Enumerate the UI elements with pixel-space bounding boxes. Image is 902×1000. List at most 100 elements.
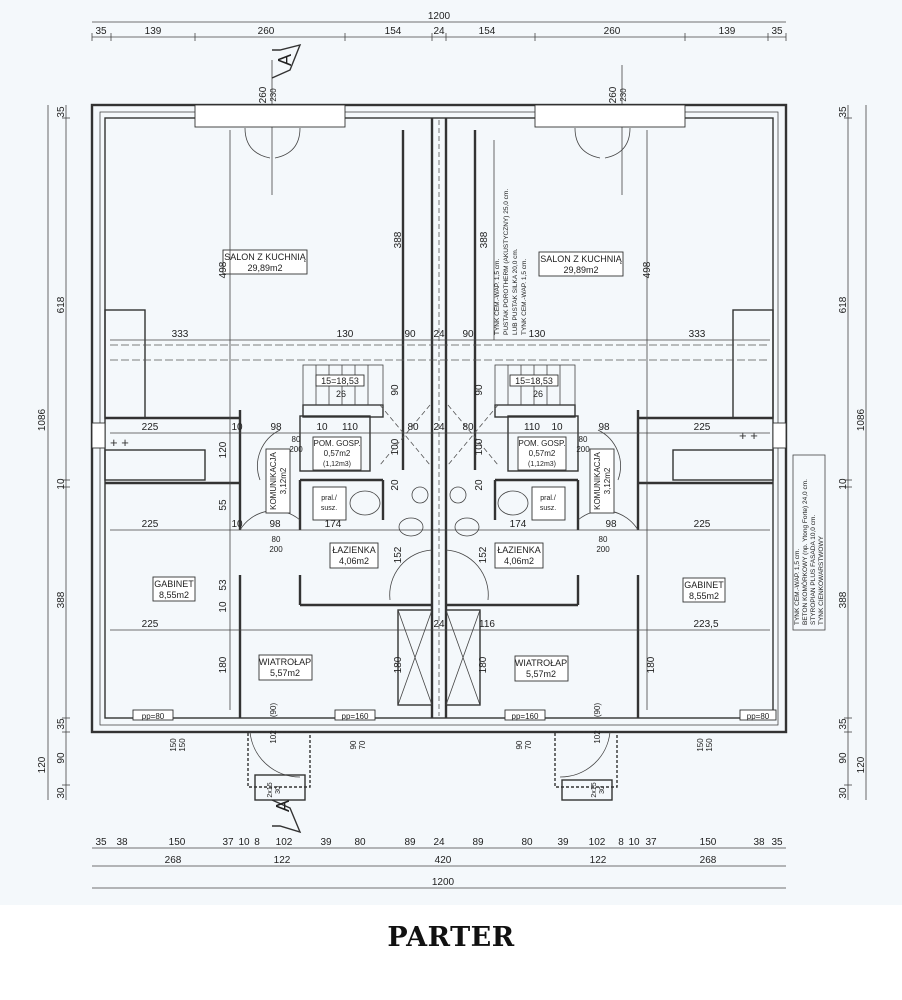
top-dimensions: 1200 35 139 260 154 24 154 260 139 35 26… bbox=[91, 11, 787, 195]
dim-interior: 80 bbox=[462, 422, 474, 433]
dim-bottom: 8 bbox=[254, 837, 260, 848]
room-name: POM. GOSP. bbox=[519, 439, 566, 448]
door-dim: (90) bbox=[269, 703, 278, 718]
steps-dim: 30 bbox=[275, 786, 282, 794]
dim-interior: 110 bbox=[342, 422, 358, 433]
walls: + + + + bbox=[90, 103, 788, 801]
room-name: ŁAZIENKA bbox=[332, 545, 376, 555]
steps-dim: 30 bbox=[599, 786, 606, 794]
room-lazienka-right: ŁAZIENKA 4,06m2 bbox=[494, 542, 544, 569]
dim-total-top: 1200 bbox=[428, 11, 451, 22]
external-wall-note: TYNK CEM.-WAP. 1,5 cm. BETON KOMÓRKOWY (… bbox=[792, 454, 826, 631]
dim-interior: 90 bbox=[404, 329, 416, 340]
washer-right: pral./ susz. bbox=[540, 495, 556, 512]
dim-interior: 200 bbox=[596, 545, 610, 554]
room-lazienka-left: ŁAZIENKA 4,06m2 bbox=[329, 542, 379, 569]
dim-interior: 333 bbox=[172, 329, 189, 340]
room-komunikacja-right: KOMUNIKACJA 3,12m2 bbox=[589, 448, 615, 514]
hob-icon: + + bbox=[110, 435, 129, 450]
dim-bottom: 35 bbox=[771, 837, 783, 848]
dim-bottom: 35 bbox=[95, 837, 107, 848]
floor-plan-drawing: 1200 35 139 260 154 24 154 260 139 35 26… bbox=[37, 11, 867, 889]
dim-interior: 10 bbox=[218, 601, 229, 613]
dim-interior: 130 bbox=[337, 329, 354, 340]
washer-label: susz. bbox=[321, 505, 337, 512]
dim-bottom: 268 bbox=[165, 855, 182, 866]
room-name: GABINET bbox=[154, 579, 194, 589]
dim-interior: 388 bbox=[393, 231, 404, 248]
dim-right: 35 bbox=[838, 718, 849, 730]
dim-interior: 10 bbox=[551, 422, 563, 433]
openings: pp=80 pp=160 pp=160 pp=80 150 150 150 15… bbox=[132, 703, 777, 798]
dim-interior: 98 bbox=[270, 422, 282, 433]
dim-bottom: 39 bbox=[557, 837, 569, 848]
dim-left: 35 bbox=[56, 718, 67, 730]
sill-dim: 90 bbox=[515, 740, 524, 749]
room-name: ŁAZIENKA bbox=[497, 545, 541, 555]
dim-bottom: 89 bbox=[404, 837, 416, 848]
dim-bottom: 10 bbox=[628, 837, 640, 848]
right-dimensions: 1086 35 618 10 388 35 120 90 30 bbox=[838, 105, 867, 800]
stairs-label: 15=18,53 bbox=[515, 376, 553, 386]
dim-interior: 100 bbox=[390, 438, 401, 455]
room-area: 29,89m2 bbox=[563, 265, 598, 275]
page-title: PARTER bbox=[387, 922, 515, 953]
dim-top: 139 bbox=[145, 26, 162, 37]
room-name: WIATROŁAP bbox=[515, 658, 567, 668]
room-volume: (1,12m3) bbox=[528, 461, 556, 468]
dim-bottom: 8 bbox=[618, 837, 624, 848]
dim-left-outer: 120 bbox=[37, 756, 48, 773]
room-pom-gosp-right: POM. GOSP. 0,57m2 (1,12m3) bbox=[517, 436, 567, 471]
dim-window-sill: 230 bbox=[619, 88, 628, 102]
dim-left: 10 bbox=[56, 478, 67, 490]
room-salon-left: SALON Z KUCHNIĄ 29,89m2 bbox=[222, 249, 308, 275]
dim-top: 35 bbox=[771, 26, 783, 37]
dim-right-total: 1086 bbox=[856, 408, 867, 431]
dim-bottom: 150 bbox=[169, 837, 186, 848]
dim-interior: 152 bbox=[393, 546, 404, 563]
wall-layer: PUSTAK POROTHERM (AKUSTYCZNY) 25,0 cm. bbox=[503, 189, 510, 335]
dim-bottom: 150 bbox=[700, 837, 717, 848]
room-volume: (1,12m3) bbox=[323, 461, 351, 468]
dim-interior: 53 bbox=[218, 579, 229, 591]
hob-icon: + + bbox=[739, 428, 758, 443]
room-name: SALON Z KUCHNIĄ bbox=[224, 252, 307, 262]
section-marker-top: A bbox=[271, 43, 302, 79]
window-label: pp=160 bbox=[342, 712, 369, 721]
room-gabinet-right: GABINET 8,55m2 bbox=[682, 577, 726, 603]
steps-dim: 2x15 bbox=[591, 782, 598, 797]
dim-right-outer: 120 bbox=[856, 756, 867, 773]
room-area: 29,89m2 bbox=[247, 263, 282, 273]
dim-left: 35 bbox=[56, 106, 67, 118]
dim-bottom: 122 bbox=[274, 855, 291, 866]
sill-dim: 90 bbox=[349, 740, 358, 749]
room-wiatrolap-left: WIATROŁAP 5,57m2 bbox=[258, 654, 313, 681]
room-salon-right: SALON Z KUCHNIĄ 29,89m2 bbox=[538, 251, 624, 277]
stairs-label: 15=18,53 bbox=[321, 376, 359, 386]
dim-interior: 180 bbox=[646, 656, 657, 673]
dim-interior: 20 bbox=[474, 479, 485, 491]
sill-dim: 150 bbox=[705, 738, 714, 752]
dim-interior: 80 bbox=[292, 435, 301, 444]
dim-bottom: 122 bbox=[590, 855, 607, 866]
dim-interior: 80 bbox=[599, 535, 608, 544]
dim-interior: 225 bbox=[694, 422, 711, 433]
dim-interior: 90 bbox=[462, 329, 474, 340]
dim-interior: 98 bbox=[269, 519, 281, 530]
dim-bottom: 24 bbox=[433, 837, 445, 848]
floor-plan-sheet: 1200 35 139 260 154 24 154 260 139 35 26… bbox=[0, 0, 902, 905]
room-name: KOMUNIKACJA bbox=[593, 451, 602, 509]
dim-bottom: 268 bbox=[700, 855, 717, 866]
room-name: POM. GOSP. bbox=[314, 439, 361, 448]
dim-right: 35 bbox=[838, 106, 849, 118]
room-name: SALON Z KUCHNIĄ bbox=[540, 254, 623, 264]
washer-label: pral./ bbox=[540, 495, 556, 502]
window-label: pp=80 bbox=[142, 712, 165, 721]
dim-right-outer: 90 bbox=[838, 752, 849, 764]
dim-interior: 100 bbox=[474, 438, 485, 455]
dim-left: 618 bbox=[56, 296, 67, 313]
dim-top: 154 bbox=[479, 26, 496, 37]
dim-interior: 225 bbox=[142, 422, 159, 433]
sill-dim: 150 bbox=[178, 738, 187, 752]
dim-left: 388 bbox=[56, 591, 67, 608]
